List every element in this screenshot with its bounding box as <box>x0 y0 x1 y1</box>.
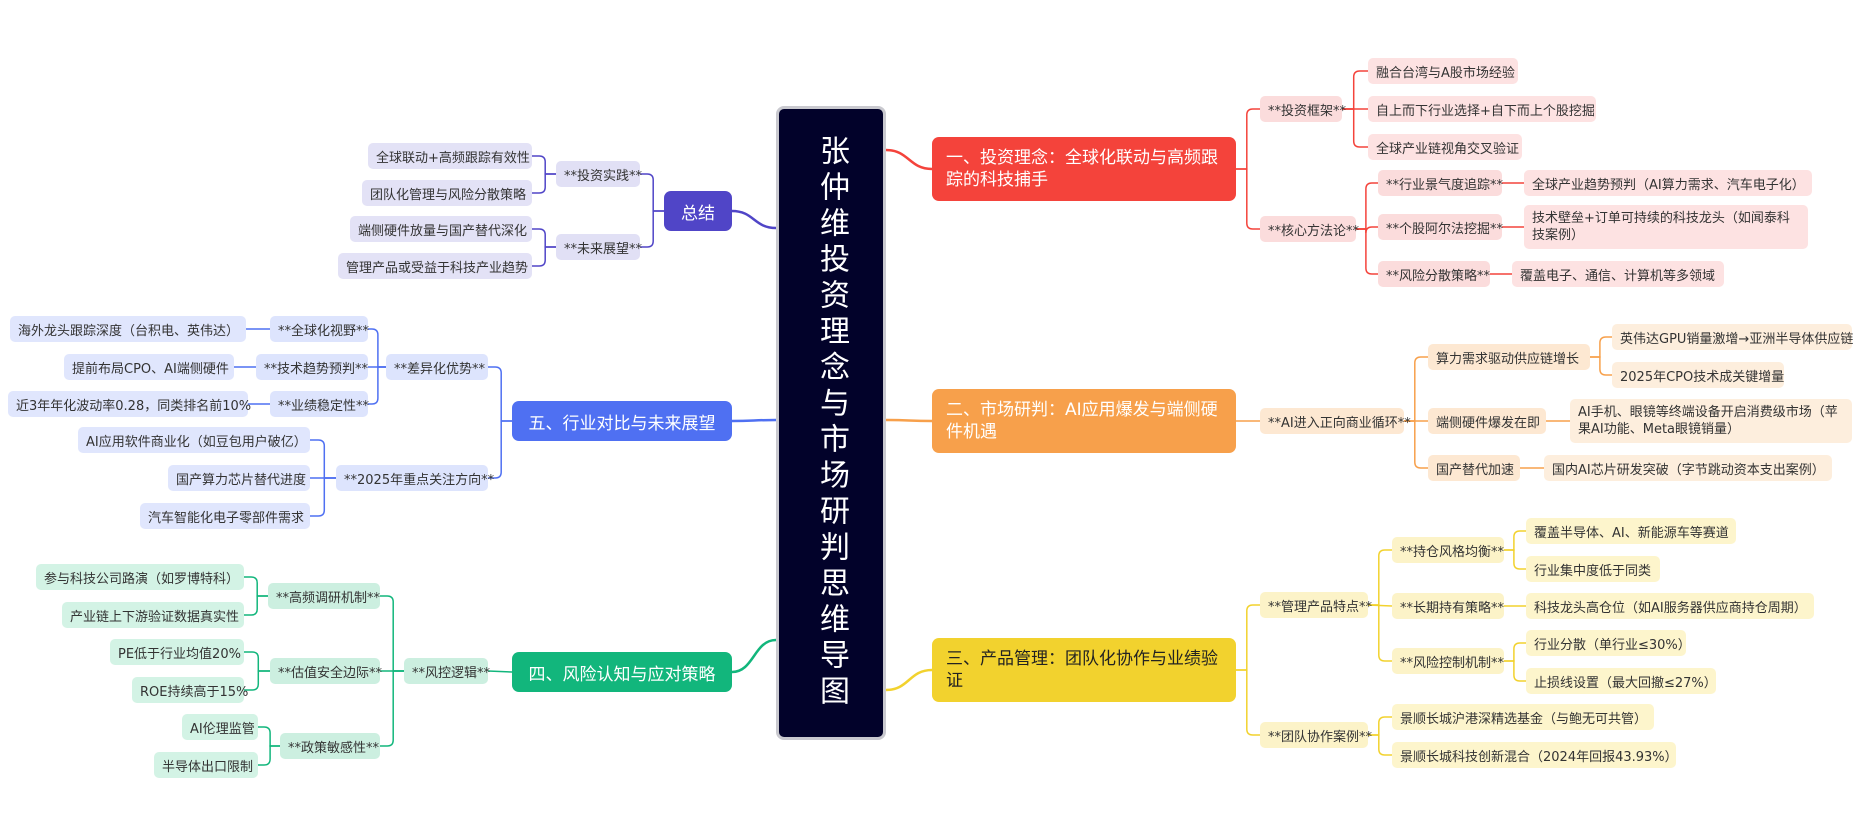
market-cycle-node[interactable]: **AI进入正向商业循环** <box>1260 408 1411 434</box>
risk-logic-node[interactable]: **风控逻辑** <box>404 658 490 684</box>
features-riskctl-node[interactable]: **风险控制机制** <box>1392 648 1504 674</box>
outlook-item-2[interactable]: 管理产品或受益于科技产业趋势 <box>338 253 532 279</box>
compare-edge-node[interactable]: **差异化优势** <box>386 354 488 380</box>
philosophy-framework-node[interactable]: **投资框架** <box>1260 96 1346 122</box>
compute-item-1[interactable]: 英伟达GPU销量激增→亚洲半导体供应链 <box>1612 324 1853 350</box>
compare-focus-node[interactable]: **2025年重点关注方向** <box>336 465 494 491</box>
research-item-1[interactable]: 参与科技公司路演（如罗博特科） <box>36 564 244 590</box>
product-team-node[interactable]: **团队协作案例** <box>1260 722 1372 748</box>
market-domestic-node[interactable]: 国产替代加速 <box>1428 455 1520 481</box>
edge-global-node[interactable]: **全球化视野** <box>270 316 369 342</box>
central-topic[interactable]: 张仲维投资理念与市场研判思维导图 <box>776 106 886 740</box>
features-balance-node[interactable]: **持仓风格均衡** <box>1392 537 1504 563</box>
practice-item-2[interactable]: 团队化管理与风险分散策略 <box>362 180 532 206</box>
branch-summary[interactable]: 总结 <box>664 191 732 231</box>
policy-item-2[interactable]: 半导体出口限制 <box>154 752 258 778</box>
method-cycle-node[interactable]: **行业景气度追踪** <box>1378 170 1503 196</box>
trend-item[interactable]: 提前布局CPO、AI端侧硬件 <box>64 354 234 380</box>
balance-item-1[interactable]: 覆盖半导体、AI、新能源车等赛道 <box>1526 518 1736 544</box>
method-risk-item[interactable]: 覆盖电子、通信、计算机等多领域 <box>1512 261 1724 287</box>
framework-item-1[interactable]: 融合台湾与A股市场经验 <box>1368 58 1518 84</box>
compute-item-2[interactable]: 2025年CPO技术成关键增量 <box>1612 362 1784 388</box>
policy-item-1[interactable]: AI伦理监管 <box>182 714 258 740</box>
risk-valuation-node[interactable]: **估值安全边际** <box>270 658 382 684</box>
riskctl-item-1[interactable]: 行业分散（单行业≤30%） <box>1526 630 1691 656</box>
edge-item[interactable]: AI手机、眼镜等终端设备开启消费级市场（苹果AI功能、Meta眼镜销量） <box>1570 399 1852 443</box>
method-risk-node[interactable]: **风险分散策略** <box>1378 261 1490 287</box>
branch-market[interactable]: 二、市场研判：AI应用爆发与端侧硬件机遇 <box>932 389 1236 453</box>
method-alpha-node[interactable]: **个股阿尔法挖掘** <box>1378 214 1503 240</box>
research-item-2[interactable]: 产业链上下游验证数据真实性 <box>62 602 244 628</box>
valuation-item-2[interactable]: ROE持续高于15% <box>132 677 248 703</box>
product-features-node[interactable]: **管理产品特点** <box>1260 592 1372 618</box>
summary-practice-node[interactable]: **投资实践** <box>556 161 642 187</box>
branch-compare[interactable]: 五、行业对比与未来展望 <box>512 401 732 441</box>
framework-item-3[interactable]: 全球产业链视角交叉验证 <box>1368 134 1522 160</box>
branch-risk[interactable]: 四、风险认知与应对策略 <box>512 652 732 692</box>
riskctl-item-2[interactable]: 止损线设置（最大回撤≤27%） <box>1526 668 1717 694</box>
market-compute-node[interactable]: 算力需求驱动供应链增长 <box>1428 344 1590 370</box>
balance-item-2[interactable]: 行业集中度低于同类 <box>1526 556 1660 582</box>
method-cycle-item[interactable]: 全球产业趋势预判（AI算力需求、汽车电子化） <box>1524 170 1812 196</box>
branch-product[interactable]: 三、产品管理：团队化协作与业绩验证 <box>932 638 1236 702</box>
edge-stable-node[interactable]: **业绩稳定性** <box>270 391 369 417</box>
focus-item-1[interactable]: AI应用软件商业化（如豆包用户破亿） <box>78 427 310 453</box>
branch-philosophy[interactable]: 一、投资理念：全球化联动与高频跟踪的科技捕手 <box>932 137 1236 201</box>
market-edge-node[interactable]: 端侧硬件爆发在即 <box>1428 408 1546 434</box>
domestic-item[interactable]: 国内AI芯片研发突破（字节跳动资本支出案例） <box>1544 455 1832 481</box>
valuation-item-1[interactable]: PE低于行业均值20% <box>110 639 244 665</box>
team-item-1[interactable]: 景顺长城沪港深精选基金（与鲍无可共管） <box>1392 704 1654 730</box>
risk-policy-node[interactable]: **政策敏感性** <box>280 733 380 759</box>
global-item[interactable]: 海外龙头跟踪深度（台积电、英伟达） <box>10 316 246 342</box>
risk-research-node[interactable]: **高频调研机制** <box>268 583 380 609</box>
stable-item[interactable]: 近3年年化波动率0.28，同类排名前10% <box>8 391 251 417</box>
longterm-item[interactable]: 科技龙头高仓位（如AI服务器供应商持仓周期） <box>1526 593 1814 619</box>
focus-item-3[interactable]: 汽车智能化电子零部件需求 <box>140 503 310 529</box>
team-item-2[interactable]: 景顺长城科技创新混合（2024年回报43.93%） <box>1392 742 1678 768</box>
central-topic-text: 张仲维投资理念与市场研判思维导图 <box>814 135 849 711</box>
focus-item-2[interactable]: 国产算力芯片替代进度 <box>168 465 310 491</box>
summary-outlook-node[interactable]: **未来展望** <box>556 234 642 260</box>
practice-item-1[interactable]: 全球联动+高频跟踪有效性 <box>368 143 532 169</box>
philosophy-method-node[interactable]: **核心方法论** <box>1260 216 1359 242</box>
method-alpha-item[interactable]: 技术壁垒+订单可持续的科技龙头（如闻泰科技案例） <box>1524 205 1808 249</box>
framework-item-2[interactable]: 自上而下行业选择+自下而上个股挖掘 <box>1368 96 1596 122</box>
outlook-item-1[interactable]: 端侧硬件放量与国产替代深化 <box>350 216 532 242</box>
features-longterm-node[interactable]: **长期持有策略** <box>1392 593 1504 619</box>
edge-trend-node[interactable]: **技术趋势预判** <box>256 354 368 380</box>
